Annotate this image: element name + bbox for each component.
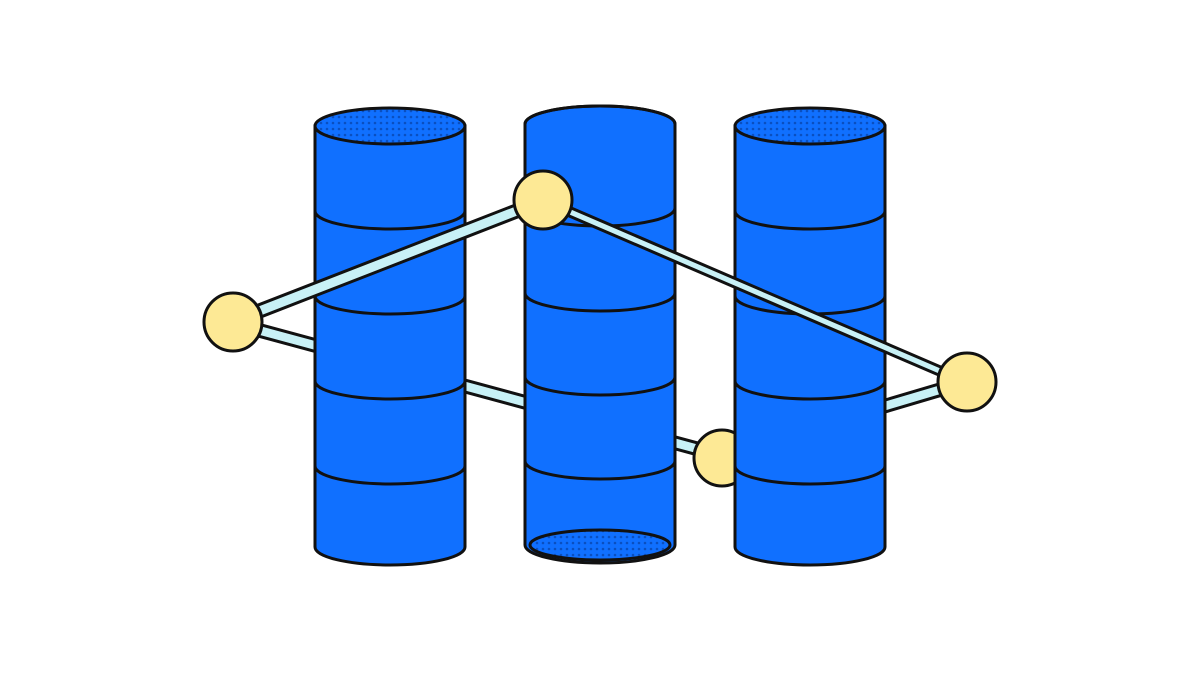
database-cylinder-right bbox=[733, 106, 887, 567]
network-node-left bbox=[202, 291, 264, 353]
network-node-top bbox=[512, 169, 574, 231]
database-cylinder-left bbox=[313, 106, 467, 567]
network-nodes bbox=[202, 169, 998, 413]
network-node-right bbox=[936, 351, 998, 413]
